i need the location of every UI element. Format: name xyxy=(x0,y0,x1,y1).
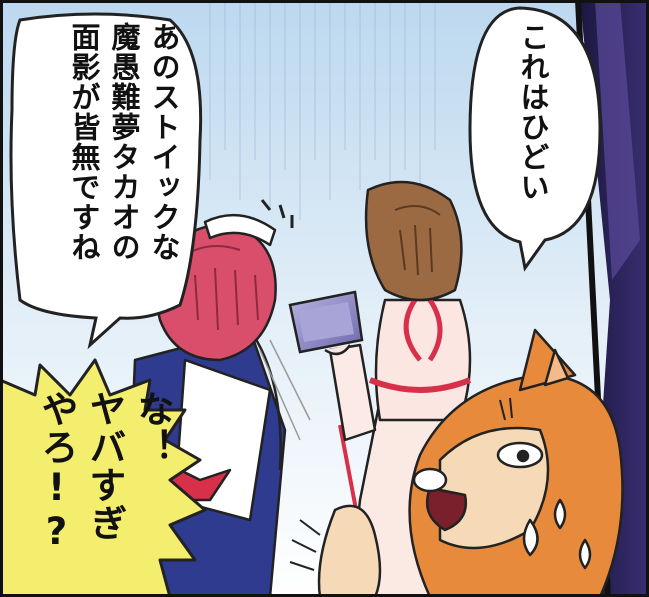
speech-right-line: これはひどい xyxy=(516,22,550,202)
shout-bubble xyxy=(0,358,207,597)
speed-lines xyxy=(209,0,436,220)
speech-bubble-right xyxy=(468,6,602,272)
speech-left-text: あのストイックな 魔愚難夢タカオの 面影が皆無ですね xyxy=(64,22,184,262)
dog-character xyxy=(408,328,624,597)
shout-line-1: な！ xyxy=(131,390,174,466)
speech-left-line-3: 面影が皆無ですね xyxy=(67,22,101,262)
speech-bubble-left xyxy=(9,12,203,350)
shout-text: な！ ヤバすぎ やろ!? xyxy=(32,390,176,554)
dog-paw xyxy=(289,504,382,597)
tablet-device xyxy=(288,290,364,356)
speech-left-line-1: あのストイックな xyxy=(147,22,181,262)
speech-right-text: これはひどい xyxy=(515,22,551,202)
shout-line-3: やろ!? xyxy=(35,390,78,554)
speech-left-line-2: 魔愚難夢タカオの xyxy=(107,22,141,262)
shout-line-2: ヤバすぎ xyxy=(83,390,126,542)
